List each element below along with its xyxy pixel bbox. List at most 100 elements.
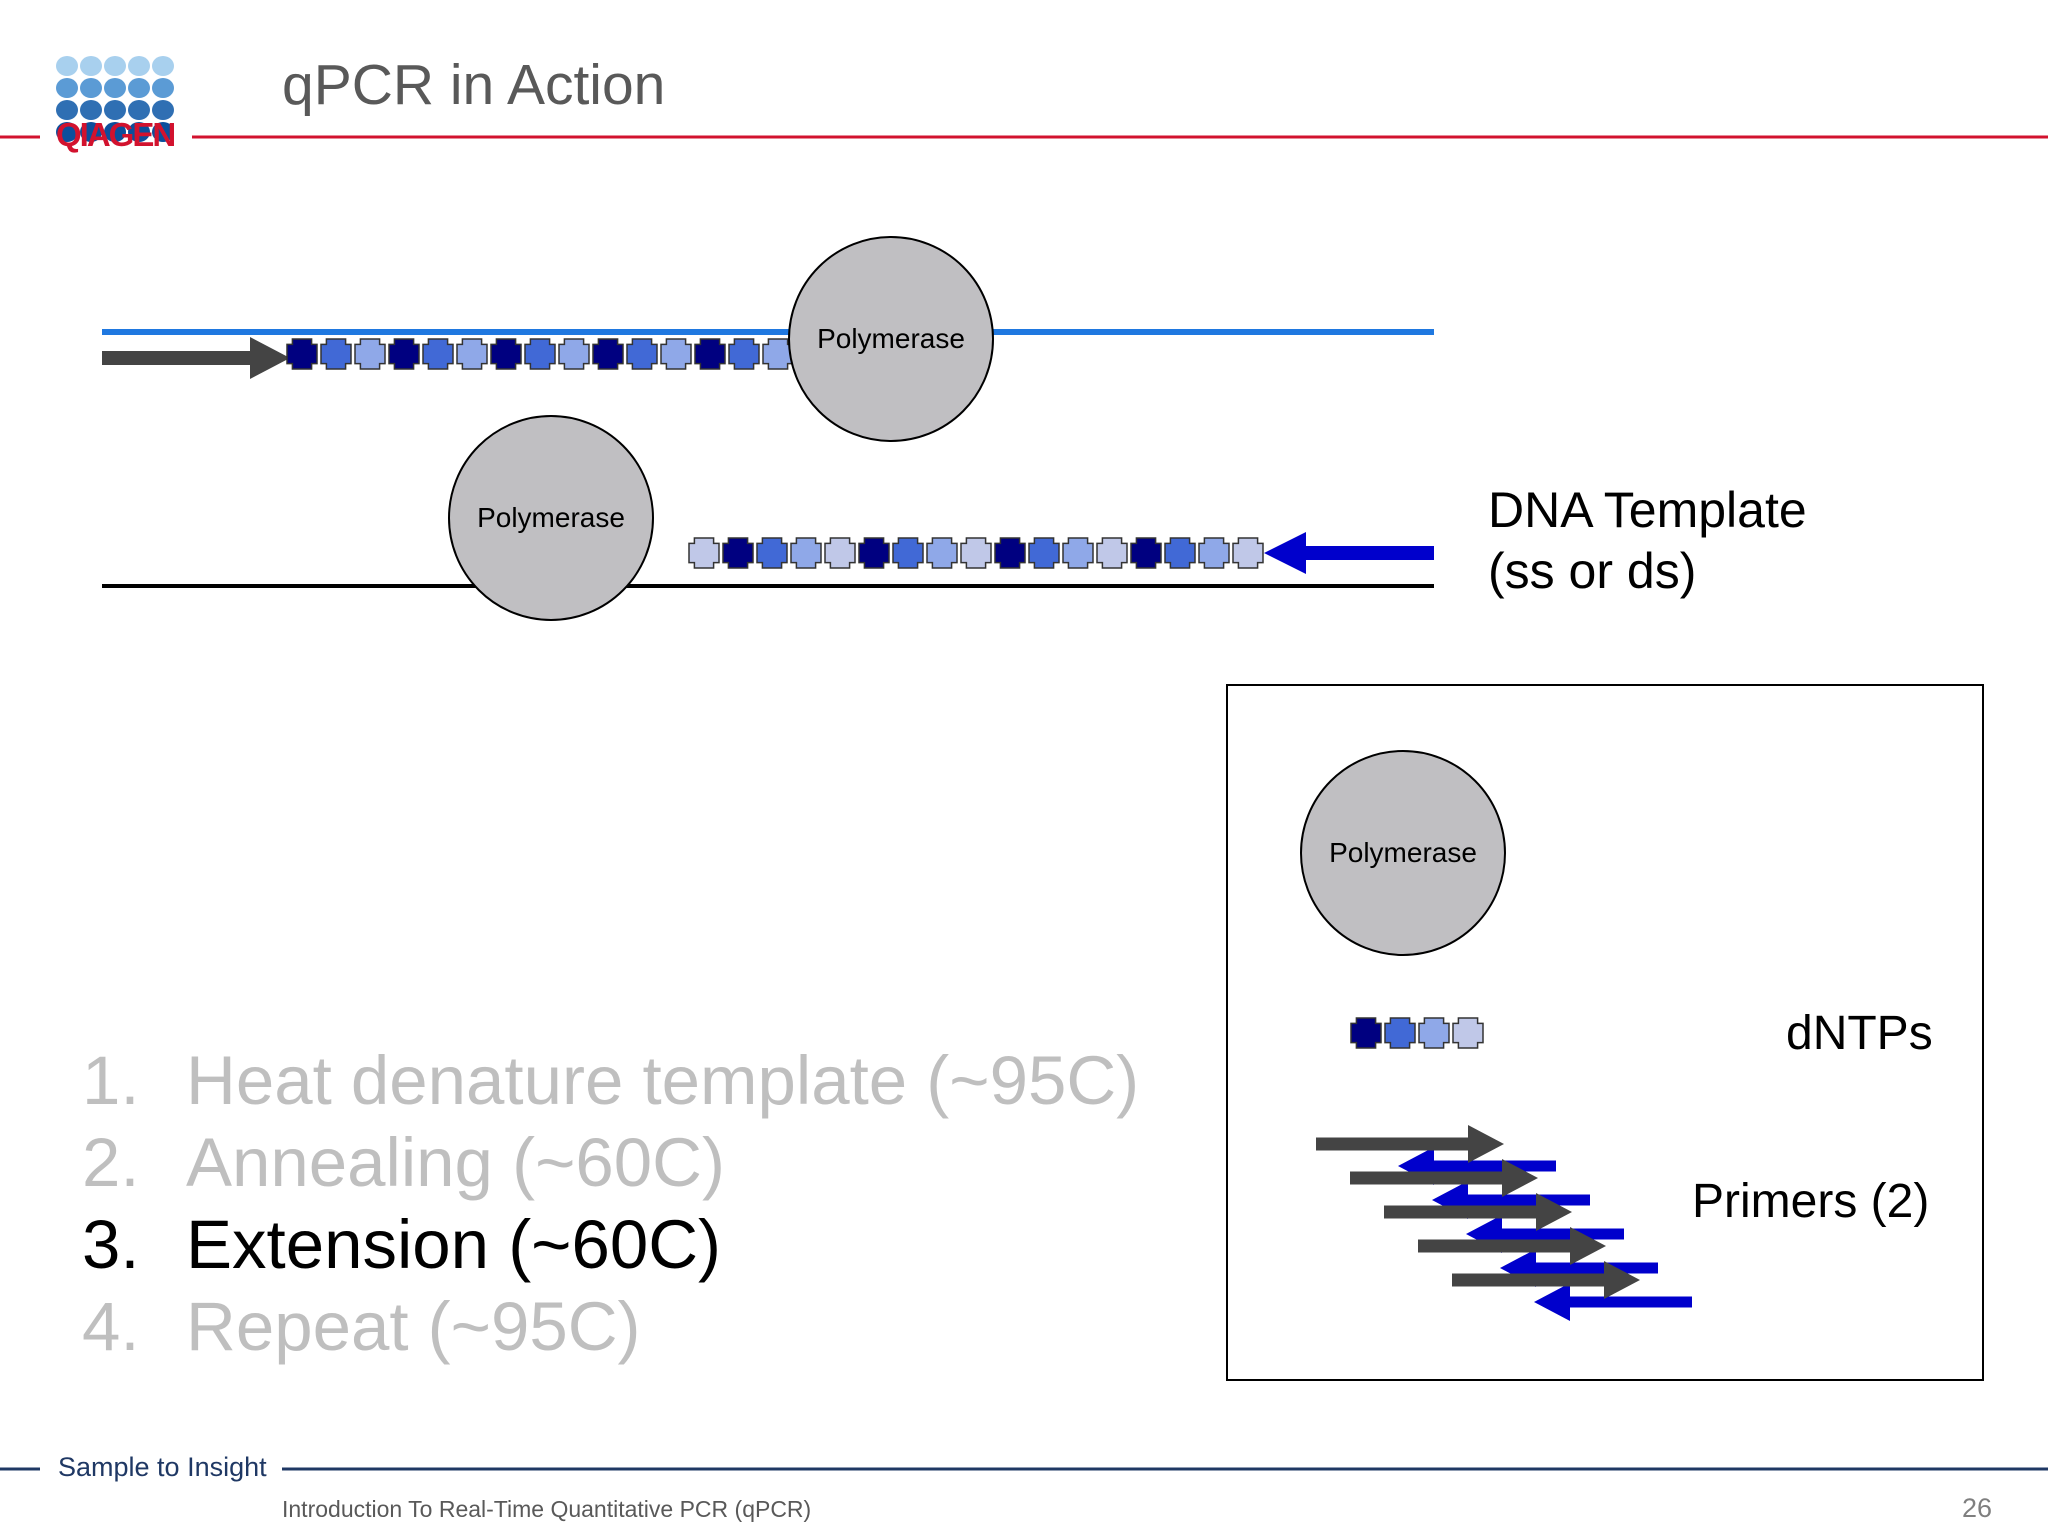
step-text: Heat denature template (~95C) xyxy=(186,1042,1140,1119)
reverse-primer-arrow xyxy=(1264,532,1434,574)
logo-dot xyxy=(104,100,126,120)
nucleotide xyxy=(286,338,318,370)
logo-dot xyxy=(152,56,174,76)
nucleotide xyxy=(960,537,992,569)
primer-shaft xyxy=(1534,1262,1658,1274)
primer-head xyxy=(1534,1283,1570,1321)
nucleotide xyxy=(456,338,488,370)
primer-shaft xyxy=(1432,1160,1556,1172)
logo-dot xyxy=(80,56,102,76)
step-item: 4. Repeat (~95C) xyxy=(82,1286,1139,1368)
logo-dot xyxy=(80,122,102,142)
dna-template-label-line2: (ss or ds) xyxy=(1488,543,1697,599)
legend-primers-icon xyxy=(1316,1125,1692,1321)
step-number: 1. xyxy=(82,1042,140,1119)
polymerase-upper-label: Polymerase xyxy=(817,323,965,354)
nucleotide xyxy=(722,537,754,569)
polymerase-lower xyxy=(448,415,654,621)
qiagen-logo-text: QIAGEN xyxy=(56,116,176,153)
nucleotide xyxy=(1164,537,1196,569)
legend-box xyxy=(1226,684,1984,1381)
logo-dot xyxy=(152,78,174,98)
nucleotide xyxy=(354,338,386,370)
nucleotide xyxy=(1096,537,1128,569)
nucleotide xyxy=(762,338,794,370)
primer-shaft xyxy=(1500,1228,1624,1240)
nucleotide xyxy=(858,537,890,569)
nucleotide xyxy=(1418,1017,1450,1049)
nucleotide xyxy=(790,537,822,569)
logo-dot xyxy=(128,100,150,120)
polymerase-lower-label: Polymerase xyxy=(477,502,625,533)
primer-shaft xyxy=(1568,1296,1692,1308)
legend-dntps-label: dNTPs xyxy=(1786,1007,1933,1060)
legend-polymerase-circle xyxy=(1300,750,1506,956)
step-text: Repeat (~95C) xyxy=(186,1288,641,1365)
logo-dot xyxy=(56,78,78,98)
step-number: 2. xyxy=(82,1124,140,1201)
primer-shaft xyxy=(1316,1137,1470,1151)
primer-shaft xyxy=(1350,1171,1504,1185)
nucleotide xyxy=(320,338,352,370)
footer-tagline: Sample to Insight xyxy=(58,1452,267,1482)
nucleotide xyxy=(892,537,924,569)
nucleotide xyxy=(688,537,720,569)
primer-head xyxy=(1570,1227,1606,1265)
step-text: Extension (~60C) xyxy=(186,1206,722,1283)
step-text: Annealing (~60C) xyxy=(186,1124,725,1201)
nucleotide xyxy=(388,338,420,370)
primer-head xyxy=(1536,1193,1572,1231)
primer-shaft xyxy=(1384,1205,1538,1219)
logo-dot xyxy=(128,56,150,76)
logo-dot xyxy=(152,122,174,142)
polymerase-upper xyxy=(788,236,994,442)
logo-dot xyxy=(104,78,126,98)
logo-dot xyxy=(80,78,102,98)
nucleotide xyxy=(490,338,522,370)
nucleotide xyxy=(1198,537,1230,569)
page-number: 26 xyxy=(1962,1493,1993,1523)
pcr-steps-list: 1. Heat denature template (~95C) 2. Anne… xyxy=(82,1040,1139,1368)
logo-dot xyxy=(56,100,78,120)
step-number: 3. xyxy=(82,1206,140,1283)
nucleotide xyxy=(1232,537,1264,569)
logo-dot xyxy=(128,78,150,98)
primer-shaft xyxy=(1452,1273,1606,1287)
nucleotide xyxy=(1452,1017,1484,1049)
primer-shaft xyxy=(1466,1194,1590,1206)
nucleotide xyxy=(994,537,1026,569)
nucleotide xyxy=(524,338,556,370)
nucleotide xyxy=(558,338,590,370)
footer-presentation-title: Introduction To Real-Time Quantitative P… xyxy=(282,1496,812,1522)
dna-template-label-line1: DNA Template xyxy=(1488,482,1807,538)
nucleotide xyxy=(592,338,624,370)
nucleotide xyxy=(422,338,454,370)
nucleotide xyxy=(1062,537,1094,569)
nucleotide xyxy=(824,537,856,569)
nucleotide xyxy=(1130,537,1162,569)
primer-shaft xyxy=(1418,1239,1572,1253)
primer-head xyxy=(1502,1159,1538,1197)
step-item: 2. Annealing (~60C) xyxy=(82,1122,1139,1204)
nucleotide xyxy=(1028,537,1060,569)
legend-dntps-icon xyxy=(1350,1017,1484,1049)
primer-head xyxy=(1468,1125,1504,1163)
nucleotide xyxy=(660,338,692,370)
primer-head xyxy=(1604,1261,1640,1299)
logo-dot xyxy=(104,56,126,76)
nucleotide xyxy=(626,338,658,370)
nucleotide xyxy=(1350,1017,1382,1049)
logo-dot xyxy=(104,122,126,142)
nucleotide xyxy=(926,537,958,569)
nucleotide xyxy=(728,338,760,370)
forward-primer-arrow xyxy=(102,337,290,379)
step-number: 4. xyxy=(82,1288,140,1365)
nucleotide xyxy=(756,537,788,569)
nucleotide xyxy=(694,338,726,370)
logo-dot xyxy=(80,100,102,120)
legend-polymerase-label: Polymerase xyxy=(1329,837,1477,868)
logo-dot xyxy=(56,122,78,142)
nucleotide xyxy=(1384,1017,1416,1049)
